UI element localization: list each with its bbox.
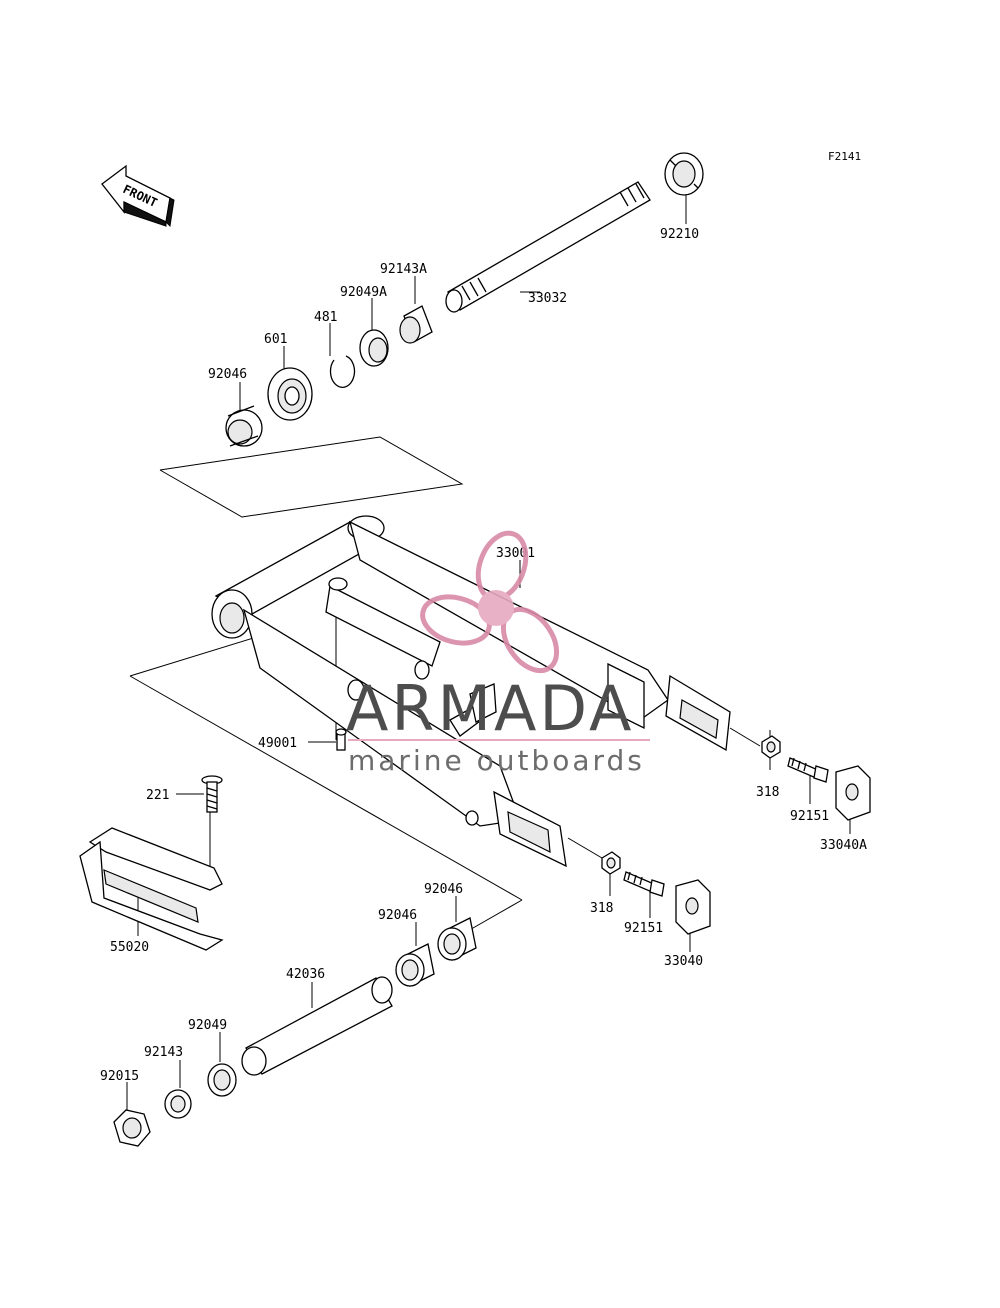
part-label-92151-right: 92151	[790, 809, 829, 824]
part-label-92210: 92210	[660, 227, 699, 242]
part-92151-bolt-right	[787, 757, 829, 783]
propeller-logo-icon	[420, 530, 560, 674]
part-label-92049A: 92049A	[340, 285, 387, 300]
part-label-481: 481	[314, 310, 337, 325]
part-label-92015: 92015	[100, 1069, 139, 1084]
part-92151-bolt-lower	[623, 871, 665, 897]
part-92143A-collar	[399, 305, 433, 344]
watermark: ARMADA marine outboards	[346, 530, 650, 777]
part-label-92143A: 92143A	[380, 262, 427, 277]
part-label-92046-lower-2: 92046	[378, 908, 417, 923]
part-92015-nut	[113, 1109, 151, 1147]
part-label-33032: 33032	[528, 291, 567, 306]
part-label-42036: 42036	[286, 967, 325, 982]
figure-code: F2141	[828, 150, 861, 163]
part-92049A-seal	[359, 329, 389, 367]
part-label-33040A: 33040A	[820, 838, 867, 853]
part-label-92046-top: 92046	[208, 367, 247, 382]
watermark-tagline: marine outboards	[348, 744, 645, 777]
part-labels: 92210 33032 92143A 92049A 481 601 92046 …	[100, 227, 867, 1084]
part-318-nut-right	[761, 735, 781, 759]
part-221-screw	[201, 775, 223, 813]
part-92046-needle-bearing-lower-2	[395, 943, 435, 987]
part-33001-swingarm	[211, 515, 731, 868]
part-49001-grease-nipple	[335, 728, 347, 751]
front-arrow-icon: FRONT	[101, 164, 175, 228]
part-label-92046-lower-1: 92046	[424, 882, 463, 897]
part-92046-needle-bearing-lower-1	[437, 917, 477, 961]
watermark-brand: ARMADA	[346, 672, 634, 745]
part-label-318-lower: 318	[590, 901, 613, 916]
part-33032-pivot-shaft	[445, 181, 651, 313]
part-92210-nut	[664, 152, 704, 196]
leader-lines	[126, 194, 851, 1110]
part-label-221: 221	[146, 788, 169, 803]
part-label-601: 601	[264, 332, 287, 347]
part-481-circlip	[329, 355, 356, 388]
part-label-49001: 49001	[258, 736, 297, 751]
part-55020-chain-guard	[79, 827, 224, 951]
part-33040A-adjuster	[835, 765, 871, 821]
part-42036-sleeve	[241, 976, 393, 1076]
part-33040-adjuster	[675, 879, 711, 935]
part-label-92151-lower: 92151	[624, 921, 663, 936]
part-92049-seal	[207, 1063, 237, 1097]
part-label-55020: 55020	[110, 940, 149, 955]
part-92046-needle-bearing-top	[225, 405, 263, 447]
part-92143-collar	[164, 1089, 192, 1119]
part-601-bearing	[267, 367, 313, 421]
part-label-33040: 33040	[664, 954, 703, 969]
part-label-92049: 92049	[188, 1018, 227, 1033]
part-label-33001: 33001	[496, 546, 535, 561]
part-label-92143: 92143	[144, 1045, 183, 1060]
part-label-318-right: 318	[756, 785, 779, 800]
part-318-nut-lower	[601, 851, 621, 875]
